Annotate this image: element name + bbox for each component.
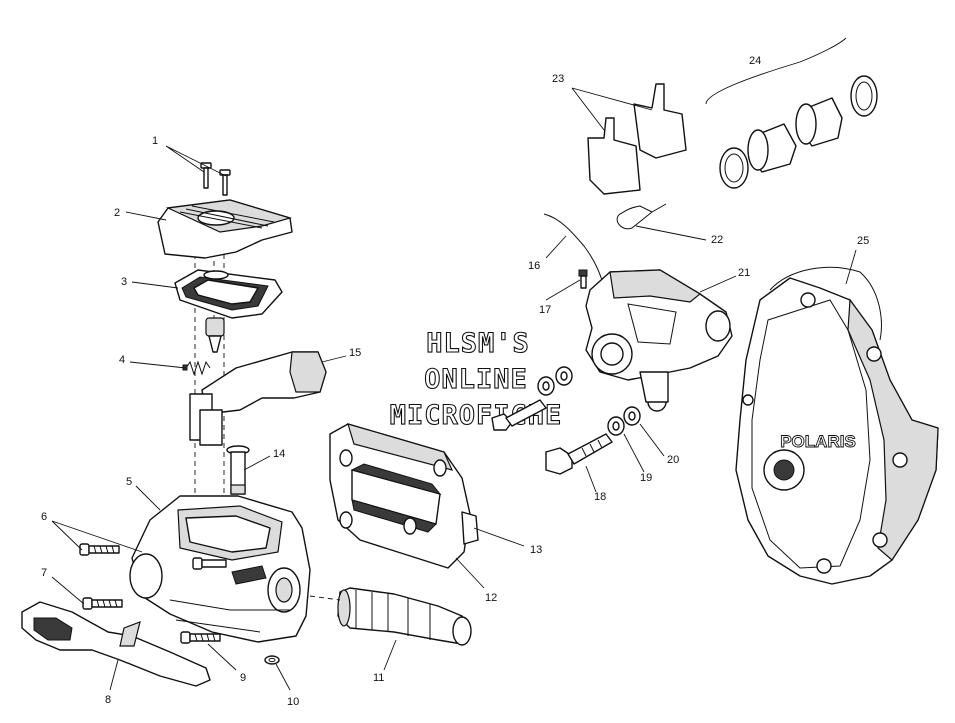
callout-labels: 1 2 3 4 5 6 7 8 9 10 11 12 13 14 15 16 1… — [41, 55, 869, 708]
part-15-lever-rod — [189, 351, 327, 446]
part-housing-screw — [192, 557, 227, 570]
callout-16: 16 — [528, 260, 540, 272]
part-25-chaincase-cover: POLARIS — [735, 266, 939, 585]
callout-24: 24 — [749, 55, 761, 67]
callout-21: 21 — [738, 267, 750, 279]
callout-12: 12 — [485, 592, 497, 604]
part-24-pistons-seals — [719, 75, 878, 189]
callout-18: 18 — [594, 491, 606, 503]
part-plug — [205, 317, 225, 353]
callout-15: 15 — [349, 347, 361, 359]
part-19-20-washers — [537, 366, 641, 436]
axis-line — [309, 595, 341, 601]
watermark: HLSM'S ONLINE MICROFICHE — [389, 327, 562, 431]
leader-lines — [51, 37, 857, 691]
watermark-line-2: ONLINE — [424, 364, 528, 395]
callout-20: 20 — [667, 454, 679, 466]
callout-1: 1 — [152, 135, 158, 147]
part-14-pivot-pin — [226, 445, 250, 495]
part-7-screw — [82, 597, 123, 610]
callout-13: 13 — [530, 544, 542, 556]
part-10-washer — [264, 655, 280, 665]
part-4-spring — [182, 360, 211, 376]
callout-9: 9 — [240, 672, 246, 684]
callout-14: 14 — [273, 448, 285, 460]
part-21-caliper — [585, 269, 733, 412]
part-3-diaphragm — [174, 269, 283, 319]
callout-5: 5 — [126, 476, 132, 488]
part-17-bleeder — [578, 269, 588, 289]
callout-7: 7 — [41, 567, 47, 579]
callout-6: 6 — [41, 511, 47, 523]
callout-17: 17 — [539, 304, 551, 316]
part-8-brake-lever — [21, 601, 211, 687]
part-16-brake-line — [543, 213, 605, 287]
callout-10: 10 — [287, 696, 299, 708]
part-12-switch-housing — [329, 423, 479, 569]
callout-4: 4 — [119, 354, 125, 366]
part-2-reservoir-cover — [157, 199, 293, 259]
part-22-clip — [616, 203, 667, 230]
callout-25: 25 — [857, 235, 869, 247]
callout-22: 22 — [711, 234, 723, 246]
part-23-brake-pads — [587, 83, 687, 195]
callout-23: 23 — [552, 73, 564, 85]
watermark-line-1: HLSM'S — [426, 328, 530, 359]
part-caliper-bolt — [491, 399, 547, 431]
part-11-sleeve — [337, 587, 472, 646]
polaris-logo: POLARIS — [780, 432, 856, 451]
part-9-screw — [180, 631, 221, 644]
callout-19: 19 — [640, 472, 652, 484]
callout-3: 3 — [121, 276, 127, 288]
part-18-bolt — [545, 433, 613, 475]
part-1-screws — [200, 162, 231, 196]
callout-8: 8 — [105, 694, 111, 706]
callout-11: 11 — [373, 672, 384, 684]
callout-2: 2 — [114, 207, 120, 219]
part-5-master-cylinder-housing — [129, 495, 311, 643]
part-6-screw — [79, 543, 120, 556]
